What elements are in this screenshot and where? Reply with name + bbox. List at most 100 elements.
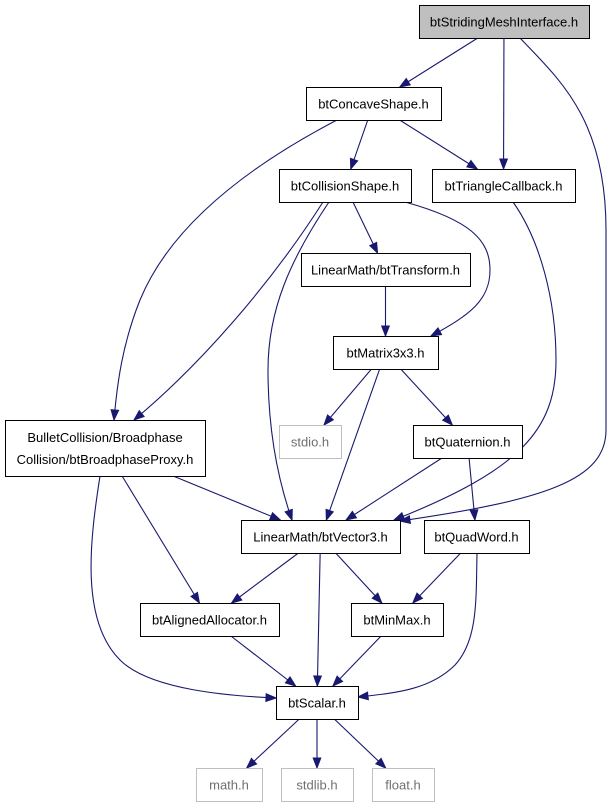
edge-btScalar-to-stdlib-arrow bbox=[312, 757, 322, 770]
edge-btBroadphaseProxy-to-btAlignedAllocator-line bbox=[121, 475, 200, 604]
edge-btQuaternion-to-btVector3 bbox=[344, 457, 443, 521]
edge-btQuaternion-to-btVector3-line bbox=[345, 457, 443, 521]
edge-btBroadphaseProxy-to-btVector3-arrow bbox=[268, 511, 282, 521]
edge-btCollisionShape-to-btBroadphaseProxy-arrow bbox=[132, 409, 145, 421]
edge-btCollisionShape-to-btMatrix3x3-line bbox=[404, 201, 491, 337]
node-box-btQuaternion bbox=[413, 425, 523, 459]
edge-btAlignedAllocator-to-btScalar bbox=[230, 635, 297, 687]
edge-btBroadphaseProxy-to-btVector3 bbox=[172, 475, 282, 521]
node-btConcaveShape[interactable]: btConcaveShape.h bbox=[306, 87, 442, 121]
edge-btConcaveShape-to-btBroadphaseProxy bbox=[110, 119, 338, 422]
node-label-btScalar: btScalar.h bbox=[288, 696, 346, 711]
node-box-float bbox=[372, 768, 435, 802]
edge-btCollisionShape-to-btMatrix3x3 bbox=[404, 201, 491, 337]
edge-btQuadWord-to-btMinMax-arrow bbox=[411, 592, 424, 605]
node-float[interactable]: float.h bbox=[372, 768, 435, 802]
node-label-stdio: stdio.h bbox=[291, 435, 329, 450]
edge-btVector3-to-btScalar bbox=[313, 552, 323, 688]
edge-btTriangleCallback-to-btVector3-arrow bbox=[392, 511, 406, 521]
edge-btBroadphaseProxy-to-btScalar bbox=[90, 475, 278, 703]
nodes-layer: btStridingMeshInterface.h btConcaveShape.… bbox=[5, 5, 590, 802]
edge-btQuaternion-to-btQuadWord-arrow bbox=[469, 509, 479, 522]
node-label-math: math.h bbox=[209, 778, 249, 793]
node-label-btStridingMeshInterface: btStridingMeshInterface.h bbox=[430, 15, 578, 30]
node-label-btQuadWord: btQuadWord.h bbox=[434, 530, 518, 545]
node-label-btBroadphaseProxy-line1: BulletCollision/Broadphase bbox=[27, 430, 182, 445]
node-btCollisionShape[interactable]: btCollisionShape.h bbox=[279, 169, 412, 203]
edge-btMatrix3x3-to-btQuaternion-line bbox=[400, 368, 453, 426]
edge-btQuadWord-to-btMinMax-line bbox=[412, 552, 462, 604]
edge-btScalar-to-math-arrow bbox=[245, 757, 258, 769]
edge-btScalar-to-math-line bbox=[246, 718, 300, 769]
node-btBroadphaseProxy[interactable]: BulletCollision/BroadphaseCollision/btBr… bbox=[5, 420, 206, 477]
node-box-btCollisionShape bbox=[279, 169, 412, 203]
edge-btBroadphaseProxy-to-btScalar-line bbox=[90, 475, 277, 699]
edge-btMinMax-to-btScalar-line bbox=[332, 635, 382, 687]
edge-btMinMax-to-btScalar bbox=[331, 635, 382, 688]
edge-btConcaveShape-to-btCollisionShape bbox=[349, 119, 369, 171]
edge-btMatrix3x3-to-stdio-arrow bbox=[323, 414, 335, 427]
node-math[interactable]: math.h bbox=[196, 768, 263, 802]
edge-btStridingMeshInterface-to-btConcaveShape-arrow bbox=[398, 77, 412, 88]
node-btTriangleCallback[interactable]: btTriangleCallback.h bbox=[432, 169, 576, 203]
node-label-btVector3: LinearMath/btVector3.h bbox=[253, 530, 387, 545]
edge-btQuadWord-to-btScalar-arrow bbox=[356, 691, 369, 701]
edge-btCollisionShape-to-btTransform-arrow bbox=[368, 241, 379, 255]
edge-btMatrix3x3-to-btVector3-line bbox=[325, 368, 381, 521]
node-box-btConcaveShape bbox=[306, 87, 442, 121]
edge-btVector3-to-btScalar-line bbox=[316, 552, 321, 687]
edge-btBroadphaseProxy-to-btAlignedAllocator-arrow bbox=[190, 591, 201, 605]
edge-btMatrix3x3-to-btQuaternion bbox=[400, 368, 454, 427]
node-box-btBroadphaseProxy bbox=[5, 420, 206, 477]
node-btMinMax[interactable]: btMinMax.h bbox=[351, 603, 444, 637]
edge-btBroadphaseProxy-to-btVector3-line bbox=[172, 475, 281, 521]
edge-btVector3-to-btMinMax bbox=[335, 552, 383, 605]
edge-btCollisionShape-to-btVector3-line bbox=[267, 201, 330, 521]
edge-btStridingMeshInterface-to-btVector3-arrow bbox=[398, 515, 412, 524]
node-btQuaternion[interactable]: btQuaternion.h bbox=[413, 425, 523, 459]
edge-btConcaveShape-to-btTriangleCallback-arrow bbox=[466, 159, 479, 170]
edge-btStridingMeshInterface-to-btConcaveShape-line bbox=[399, 37, 479, 88]
node-box-stdlib bbox=[281, 768, 354, 802]
node-label-btMinMax: btMinMax.h bbox=[363, 613, 430, 628]
node-stdlib[interactable]: stdlib.h bbox=[281, 768, 354, 802]
edge-btCollisionShape-to-btMatrix3x3-arrow bbox=[429, 327, 443, 337]
node-btVector3[interactable]: LinearMath/btVector3.h bbox=[241, 520, 401, 554]
node-label-float: float.h bbox=[385, 778, 420, 793]
node-box-btStridingMeshInterface bbox=[419, 5, 590, 39]
edge-btMatrix3x3-to-btQuaternion-arrow bbox=[441, 414, 454, 427]
edge-btStridingMeshInterface-to-btTriangleCallback bbox=[499, 37, 509, 171]
node-btTransform[interactable]: LinearMath/btTransform.h bbox=[301, 253, 471, 287]
edge-btVector3-to-btMinMax-line bbox=[335, 552, 383, 604]
edge-btScalar-to-stdlib bbox=[312, 719, 322, 770]
edge-btConcaveShape-to-btTriangleCallback bbox=[399, 119, 479, 170]
edges-layer bbox=[90, 37, 607, 770]
edge-btConcaveShape-to-btCollisionShape-arrow bbox=[349, 157, 359, 171]
node-label-btCollisionShape: btCollisionShape.h bbox=[291, 179, 399, 194]
edge-btQuadWord-to-btMinMax bbox=[411, 552, 462, 605]
edge-btVector3-to-btAlignedAllocator-line bbox=[231, 552, 299, 604]
edge-btStridingMeshInterface-to-btTriangleCallback-arrow bbox=[499, 158, 509, 171]
node-stdio[interactable]: stdio.h bbox=[279, 425, 342, 459]
node-box-btTriangleCallback bbox=[432, 169, 576, 203]
edge-btBroadphaseProxy-to-btAlignedAllocator bbox=[121, 475, 201, 605]
node-label-btTriangleCallback: btTriangleCallback.h bbox=[444, 179, 562, 194]
node-btQuadWord[interactable]: btQuadWord.h bbox=[424, 520, 530, 554]
edge-btCollisionShape-to-btBroadphaseProxy bbox=[132, 201, 324, 421]
node-btMatrix3x3[interactable]: btMatrix3x3.h bbox=[333, 336, 439, 370]
node-box-btAlignedAllocator bbox=[140, 603, 280, 637]
node-btStridingMeshInterface[interactable]: btStridingMeshInterface.h bbox=[419, 5, 590, 39]
edge-btAlignedAllocator-to-btScalar-arrow bbox=[284, 676, 297, 687]
edge-btTriangleCallback-to-btVector3 bbox=[392, 201, 557, 521]
edge-btMatrix3x3-to-btVector3 bbox=[325, 368, 381, 522]
edge-btScalar-to-float-arrow bbox=[374, 757, 387, 769]
node-btAlignedAllocator[interactable]: btAlignedAllocator.h bbox=[140, 603, 280, 637]
node-label-btTransform: LinearMath/btTransform.h bbox=[311, 263, 460, 278]
node-box-stdio bbox=[279, 425, 342, 459]
node-btScalar[interactable]: btScalar.h bbox=[276, 686, 359, 720]
edge-btStridingMeshInterface-to-btVector3-line bbox=[399, 37, 607, 522]
node-box-math bbox=[196, 768, 263, 802]
edge-btScalar-to-float bbox=[333, 718, 387, 769]
edge-btCollisionShape-to-btTransform bbox=[352, 201, 379, 255]
